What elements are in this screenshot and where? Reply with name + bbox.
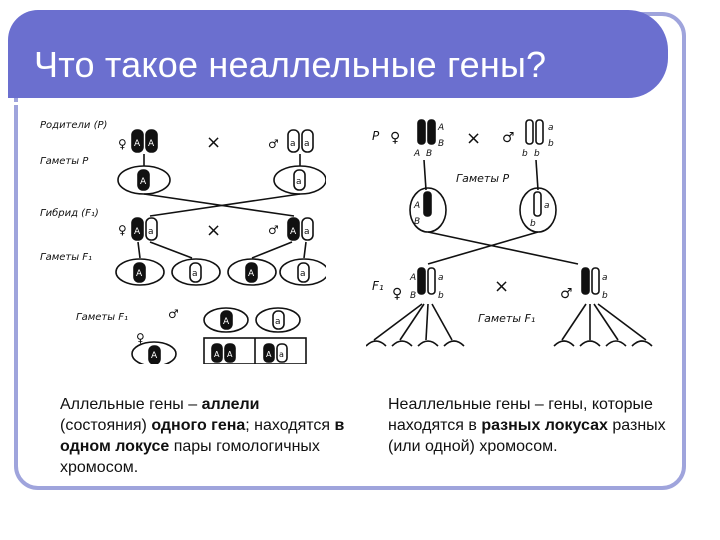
svg-text:a: a: [602, 273, 608, 283]
cross-symbol-right-top: ×: [466, 128, 481, 149]
parent-male-chromosome: [287, 129, 300, 153]
svg-text:×: ×: [206, 220, 221, 241]
caption-term-alleles: аллели: [201, 396, 260, 413]
svg-text:A: A: [248, 269, 255, 279]
svg-text:♀: ♀: [392, 286, 402, 302]
slide-title: Что такое неаллельные гены?: [34, 44, 547, 85]
svg-text:b: b: [438, 291, 444, 301]
svg-text:A: A: [437, 123, 444, 133]
svg-text:A: A: [413, 201, 420, 211]
svg-text:A: A: [227, 350, 233, 359]
svg-text:A: A: [136, 269, 143, 279]
svg-text:a: a: [148, 227, 154, 237]
svg-text:A: A: [140, 177, 147, 187]
svg-text:a: a: [548, 123, 554, 133]
caption-term-different-loci: разных локусах: [481, 417, 608, 434]
svg-text:b: b: [530, 219, 536, 229]
svg-text:♂: ♂: [560, 286, 573, 302]
cross-symbol-right-bottom: ×: [494, 276, 509, 297]
svg-text:b: b: [548, 139, 554, 149]
svg-text:♀: ♀: [118, 223, 127, 237]
row-label-parents: Родители (P): [40, 120, 107, 131]
title-underline: [14, 102, 648, 105]
non-allelic-genes-caption: Неаллельные гены – гены, которые находят…: [388, 396, 666, 455]
svg-text:A: A: [223, 317, 230, 327]
svg-text:A: A: [214, 350, 220, 359]
svg-text:B: B: [410, 291, 416, 301]
caption-term-one-gene: одного гена: [151, 417, 246, 434]
svg-text:A: A: [151, 351, 158, 361]
row-label-gametes-f1-bottom: Гаметы F₁: [76, 312, 128, 323]
svg-text:A: A: [134, 139, 141, 149]
svg-text:B: B: [438, 139, 444, 149]
svg-text:A: A: [148, 139, 155, 149]
svg-text:A: A: [413, 149, 420, 159]
svg-text:B: B: [414, 217, 420, 227]
svg-text:A: A: [409, 273, 416, 283]
svg-text:b: b: [522, 149, 528, 159]
svg-text:a: a: [304, 227, 310, 237]
right-f1-label: F₁: [372, 279, 384, 293]
svg-text:♀: ♀: [136, 331, 145, 345]
row-label-gametes-p: Гаметы P: [40, 156, 89, 167]
svg-text:a: a: [544, 201, 550, 211]
svg-text:a: a: [279, 350, 284, 359]
svg-text:a: a: [438, 273, 444, 283]
svg-text:♀: ♀: [390, 130, 400, 146]
allelic-genes-diagram: Родители (P) Гаметы P Гибрид (F₁) Гаметы…: [40, 120, 326, 364]
svg-text:A: A: [290, 227, 297, 237]
right-gametes-f1-label: Гаметы F₁: [478, 312, 535, 325]
non-allelic-genes-diagram: P ♀ A B A B × ♂ a b b b Гаметы P A B a b…: [366, 119, 653, 347]
svg-text:♂: ♂: [168, 307, 179, 321]
svg-text:a: a: [275, 317, 281, 327]
cross-symbol-top: ×: [206, 132, 221, 153]
svg-text:♂: ♂: [268, 223, 279, 237]
right-gamete-p-recessive: [519, 187, 557, 233]
caption-term-one-locus: в одном локусе: [60, 417, 345, 455]
svg-text:a: a: [290, 139, 296, 149]
svg-text:b: b: [534, 149, 540, 159]
svg-text:B: B: [426, 149, 432, 159]
row-label-gametes-f1: Гаметы F₁: [40, 252, 92, 263]
right-gametes-p-label: Гаметы P: [456, 172, 510, 185]
svg-text:b: b: [602, 291, 608, 301]
svg-text:a: a: [304, 139, 310, 149]
row-label-hybrid: Гибрид (F₁): [40, 207, 99, 219]
svg-text:♀: ♀: [118, 137, 127, 151]
svg-text:a: a: [300, 269, 306, 279]
svg-text:a: a: [296, 177, 302, 187]
title-bar: Что такое неаллельные гены?: [8, 10, 668, 105]
right-p-label: P: [372, 129, 380, 143]
svg-text:a: a: [192, 269, 198, 279]
svg-text:A: A: [134, 227, 141, 237]
svg-text:A: A: [266, 350, 272, 359]
parent-female-chromosome: [131, 129, 144, 153]
allelic-genes-caption: Аллельные гены – аллели (состояния) одно…: [60, 396, 345, 476]
svg-text:♂: ♂: [502, 130, 515, 146]
svg-text:♂: ♂: [268, 137, 279, 151]
